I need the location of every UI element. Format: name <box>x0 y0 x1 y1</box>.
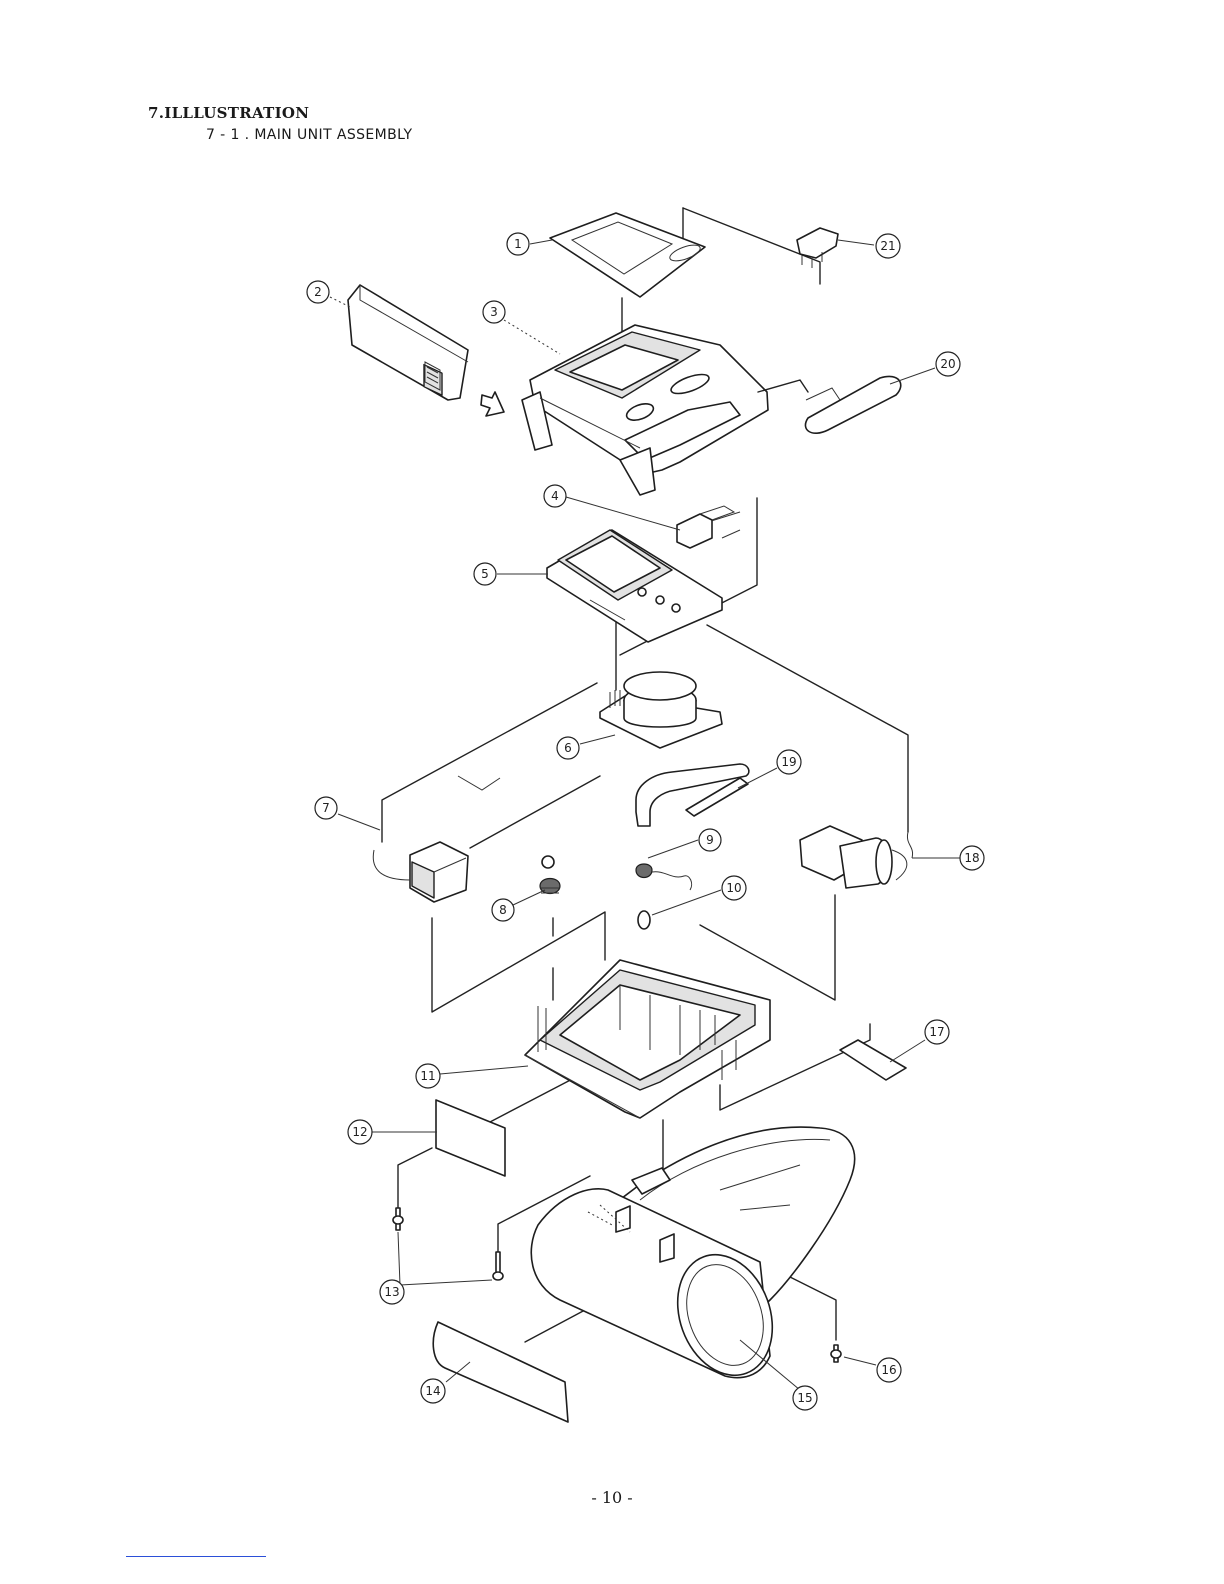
part-5-main-pcb <box>547 530 722 642</box>
callout-16: 16 <box>877 1358 901 1382</box>
callout-3: 3 <box>483 301 505 323</box>
part-6-sensor-board <box>600 672 722 748</box>
callout-label: 3 <box>490 305 498 319</box>
callout-1: 1 <box>507 233 529 255</box>
callout-label: 7 <box>322 801 330 815</box>
callout-label: 16 <box>881 1363 896 1377</box>
callout-label: 8 <box>499 903 507 917</box>
callout-11: 11 <box>416 1064 440 1088</box>
part-20-key <box>758 376 901 433</box>
callout-13: 13 <box>380 1280 404 1304</box>
callout-label: 18 <box>964 851 979 865</box>
part-4-connector <box>677 506 734 548</box>
part-1-display-window <box>550 213 705 297</box>
part-9-small-coil <box>636 864 692 890</box>
part-17-label <box>840 1040 906 1080</box>
callout-label: 5 <box>481 567 489 581</box>
callout-5: 5 <box>474 563 496 585</box>
callout-label: 4 <box>551 489 559 503</box>
callout-20: 20 <box>936 352 960 376</box>
callout-label: 9 <box>706 833 714 847</box>
callout-6: 6 <box>557 737 579 759</box>
callout-label: 19 <box>781 755 796 769</box>
callout-label: 14 <box>425 1384 440 1398</box>
callout-12: 12 <box>348 1120 372 1144</box>
callout-9: 9 <box>699 829 721 851</box>
part-21-cap <box>797 228 838 268</box>
footer-rule <box>126 1556 266 1557</box>
part-13-screws <box>393 1208 503 1280</box>
callout-label: 11 <box>420 1069 435 1083</box>
callout-10: 10 <box>722 876 746 900</box>
part-3-top-case <box>522 325 768 495</box>
callout-7: 7 <box>315 797 337 819</box>
callout-4: 4 <box>544 485 566 507</box>
part-16-screw <box>831 1345 841 1362</box>
callout-2: 2 <box>307 281 329 303</box>
callout-18: 18 <box>960 846 984 870</box>
part-2-battery-cover <box>348 285 468 400</box>
part-7-valve <box>373 842 468 902</box>
callout-label: 15 <box>797 1391 812 1405</box>
insert-arrow <box>481 392 504 416</box>
part-12-label-sheet <box>436 1100 505 1176</box>
page-number: - 10 - <box>0 1488 1224 1507</box>
callout-label: 21 <box>880 239 895 253</box>
callout-label: 2 <box>314 285 322 299</box>
part-10-o-ring <box>638 911 650 929</box>
callout-15: 15 <box>793 1386 817 1410</box>
callout-label: 17 <box>929 1025 944 1039</box>
part-11-bottom-case <box>525 960 770 1118</box>
part-18-pump <box>800 826 907 888</box>
callout-14: 14 <box>421 1379 445 1403</box>
callout-label: 10 <box>726 881 741 895</box>
callout-17: 17 <box>925 1020 949 1044</box>
callout-label: 1 <box>514 237 522 251</box>
part-14-label-strip <box>433 1322 568 1422</box>
callout-label: 13 <box>384 1285 399 1299</box>
callout-8: 8 <box>492 899 514 921</box>
callout-19: 19 <box>777 750 801 774</box>
callout-label: 12 <box>352 1125 367 1139</box>
part-8-coil <box>540 856 560 894</box>
callout-21: 21 <box>876 234 900 258</box>
callout-label: 20 <box>940 357 955 371</box>
part-15-cuff-cylinder <box>531 1127 854 1389</box>
part-19-tube <box>636 764 749 826</box>
callout-label: 6 <box>564 741 572 755</box>
